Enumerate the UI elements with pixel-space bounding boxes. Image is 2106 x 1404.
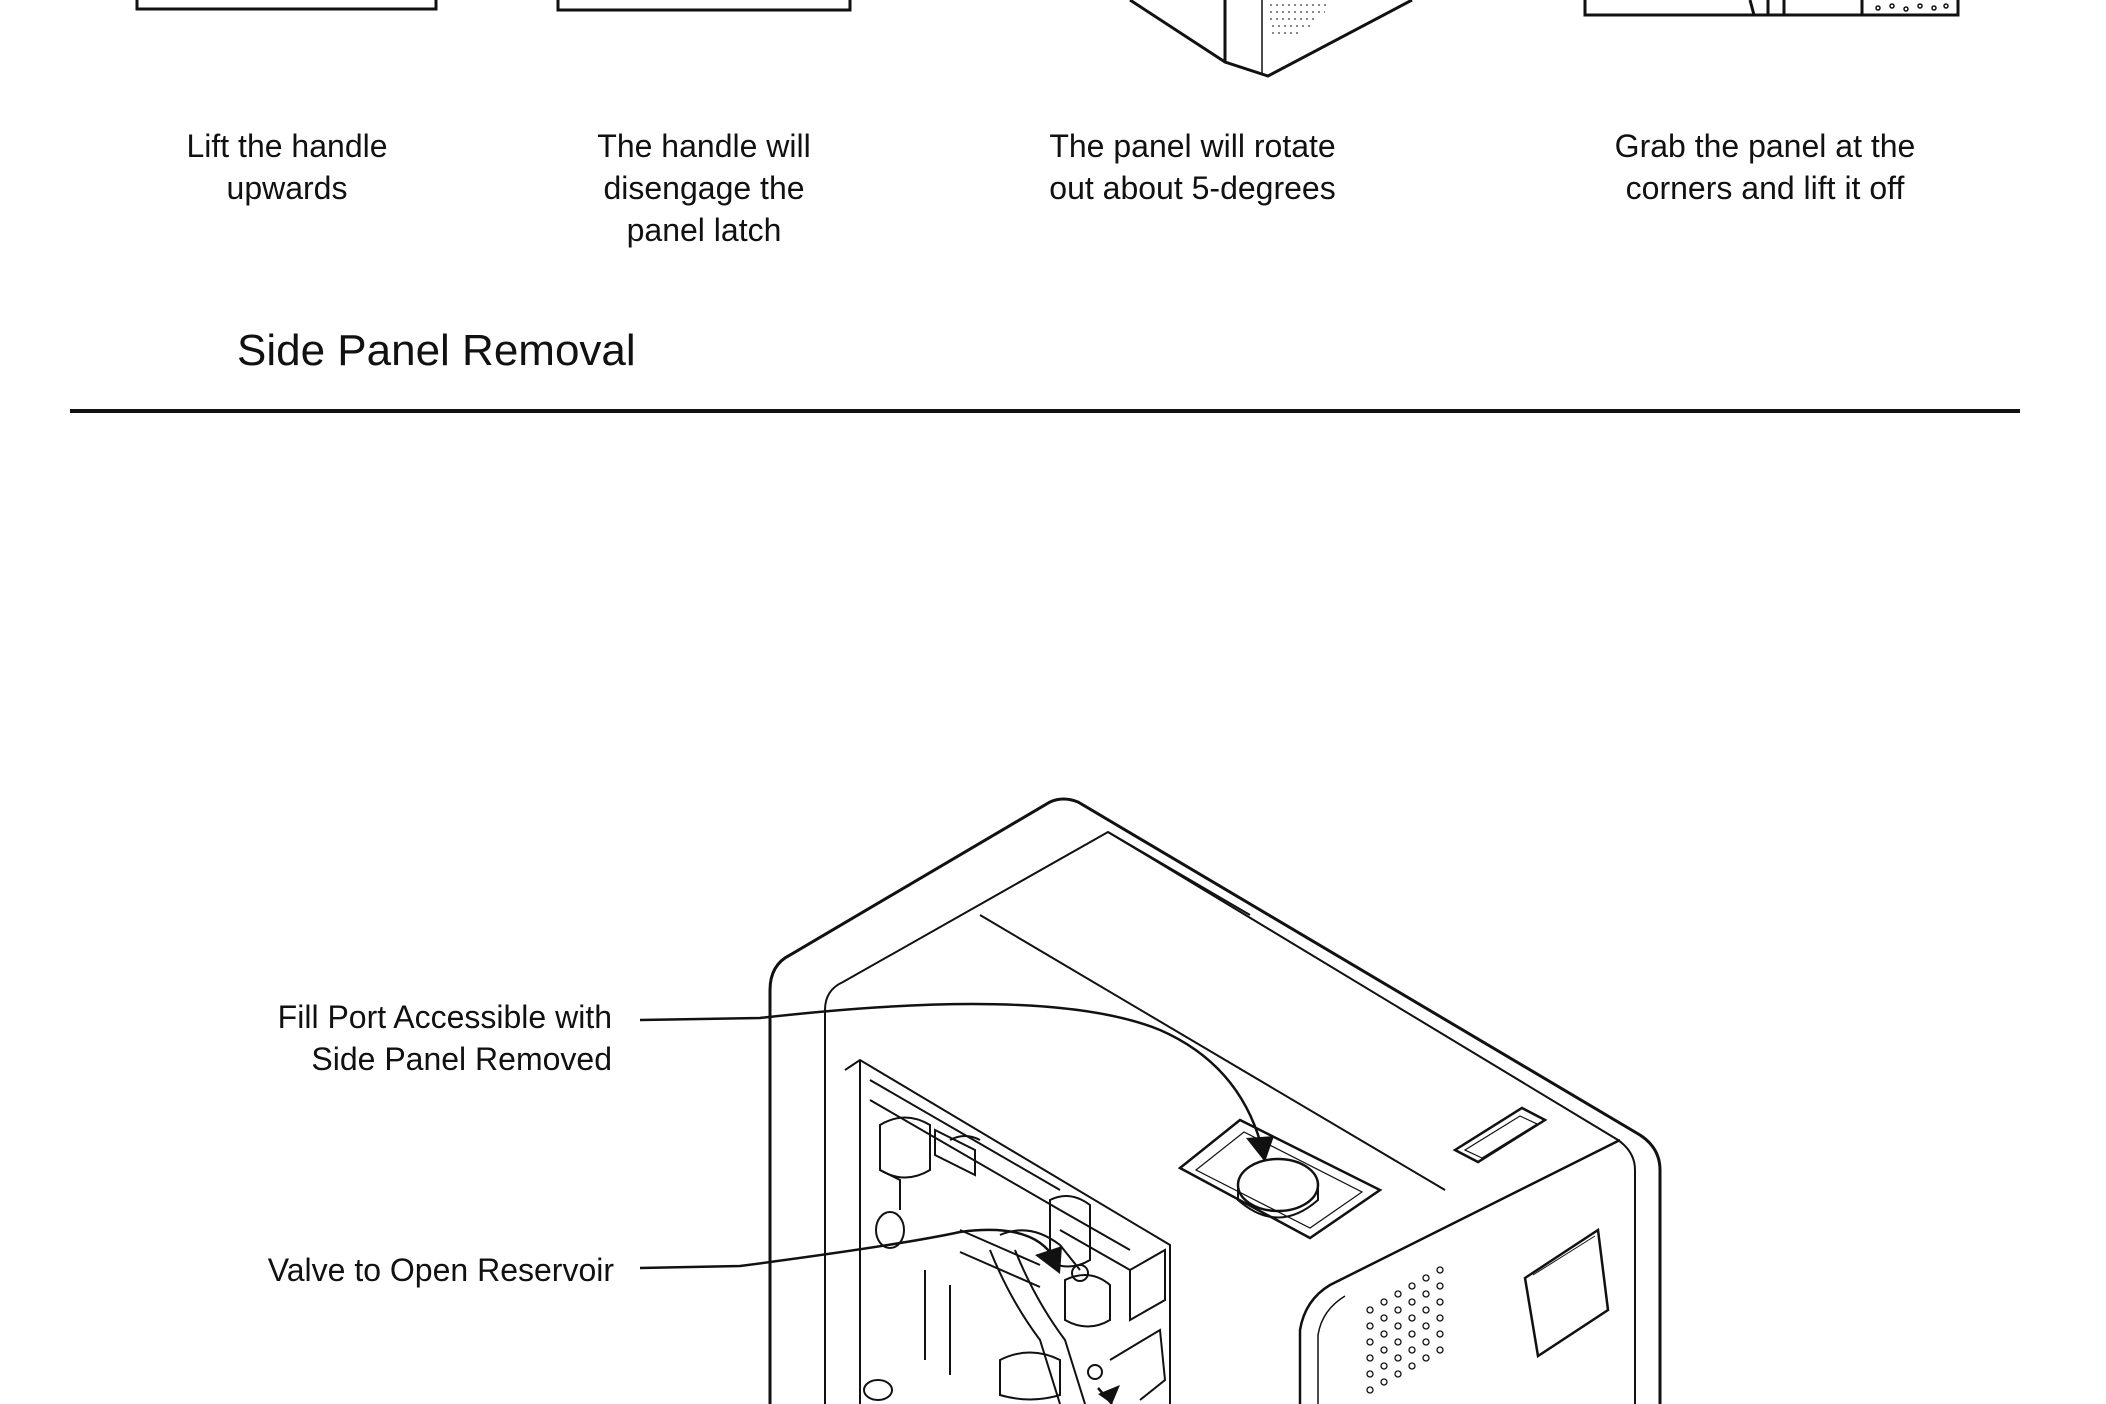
callout-arrowheads <box>1035 1136 1274 1404</box>
section-divider <box>70 409 2020 413</box>
step1-illustration <box>135 0 438 11</box>
step2-illustration <box>556 0 852 12</box>
step3-illustration <box>1129 0 1413 78</box>
section-title: Side Panel Removal <box>237 326 636 375</box>
step-caption-4: Grab the panel at the corners and lift i… <box>1614 128 1916 206</box>
callout-fill-port: Fill Port Accessible with Side Panel Rem… <box>277 999 612 1077</box>
unit-illustration <box>768 797 1662 1404</box>
step-caption-1: Lift the handle upwards <box>186 128 388 206</box>
step-caption-2: The handle will disengage the panel latc… <box>597 128 811 248</box>
callout-valve: Valve to Open Reservoir <box>267 1252 614 1288</box>
step-caption-3: The panel will rotate out about 5-degree… <box>1049 128 1336 206</box>
step4-illustration <box>1583 0 1960 17</box>
